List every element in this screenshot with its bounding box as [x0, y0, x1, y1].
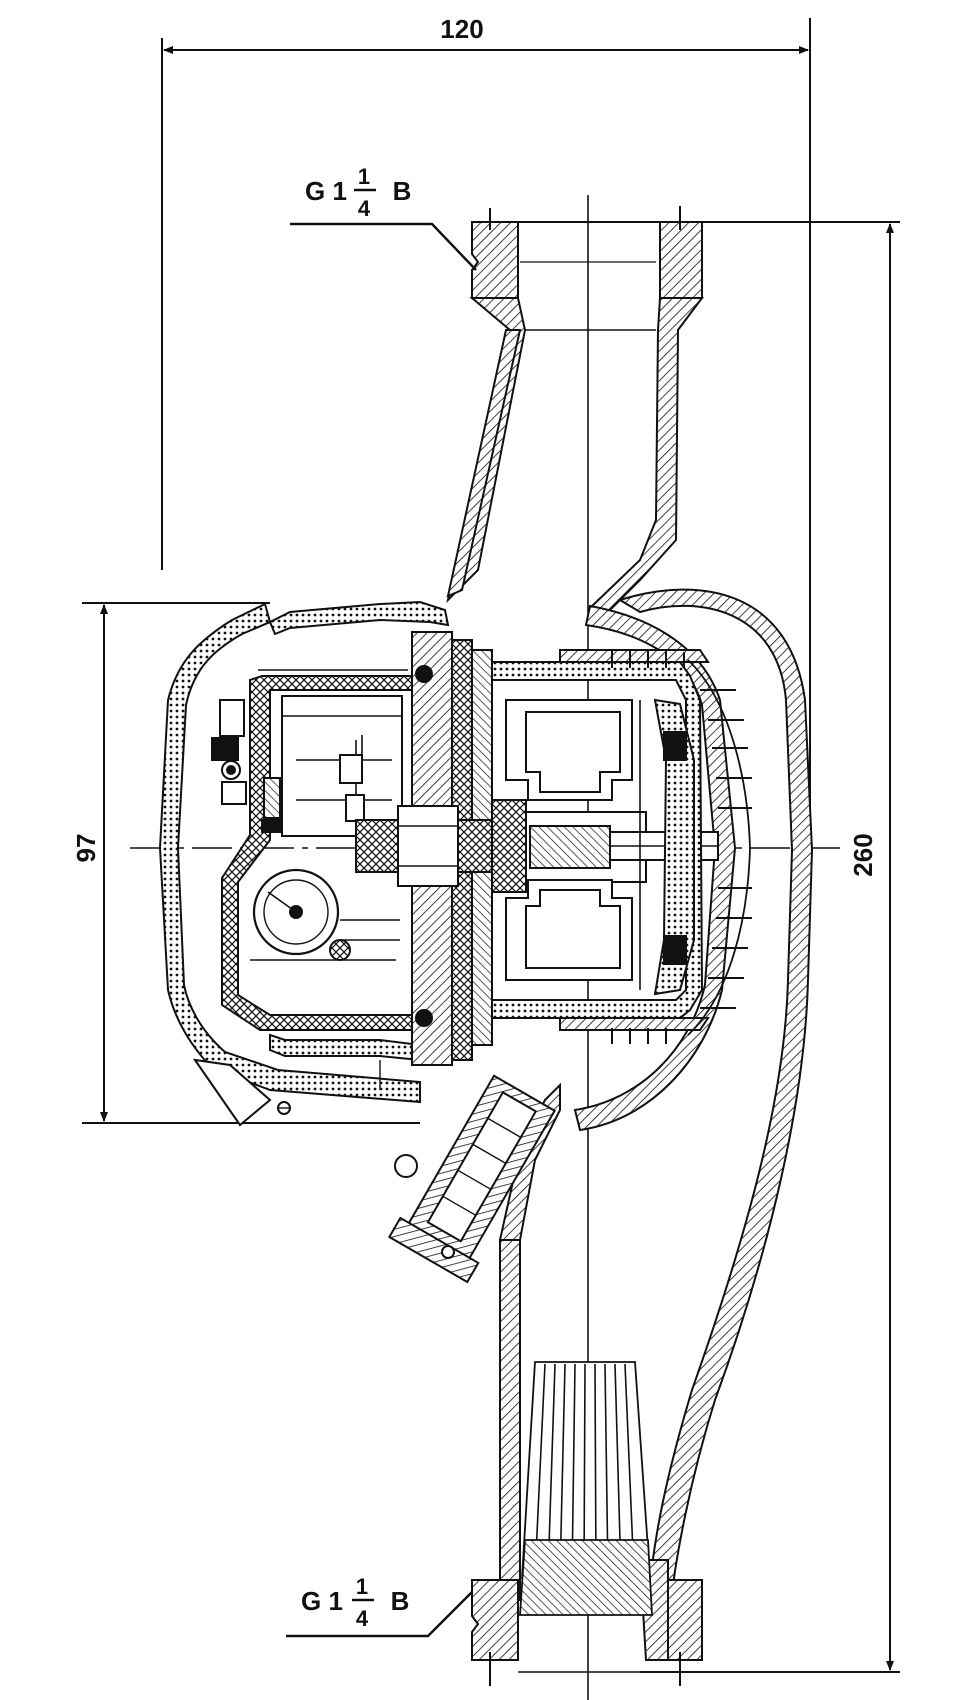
- height-dimension: 97: [71, 602, 420, 1124]
- top-thread-prefix: G 1: [305, 176, 347, 206]
- adjustment-screw: [387, 1074, 557, 1284]
- register-housing: [158, 600, 450, 1127]
- length-dimension-label: 260: [848, 833, 878, 876]
- inlet-strainer: [519, 1361, 653, 1616]
- bottom-thread-leader: [286, 1591, 473, 1638]
- turbine-chamber: [491, 649, 710, 1031]
- coupling-plates: [355, 631, 719, 1066]
- bottom-thread-prefix: G 1: [301, 1586, 343, 1616]
- top-thread-denominator: 4: [358, 196, 371, 221]
- bottom-thread-label: G 1 1 4 B: [286, 1574, 473, 1638]
- bottom-thread-suffix: B: [391, 1586, 410, 1616]
- top-thread-numerator: 1: [358, 164, 370, 189]
- top-thread-suffix: B: [393, 176, 412, 206]
- screw-cap: [394, 1154, 455, 1259]
- top-thread-label: G 1 1 4 B: [290, 164, 477, 271]
- width-dimension-label: 120: [440, 14, 483, 44]
- height-dimension-label: 97: [71, 834, 101, 863]
- bottom-thread-denominator: 4: [356, 1606, 369, 1631]
- bottom-thread-numerator: 1: [356, 1574, 368, 1599]
- top-thread-leader: [290, 222, 477, 271]
- width-dimension: 120: [161, 14, 811, 830]
- turbine-dome-ticks: [611, 650, 752, 1044]
